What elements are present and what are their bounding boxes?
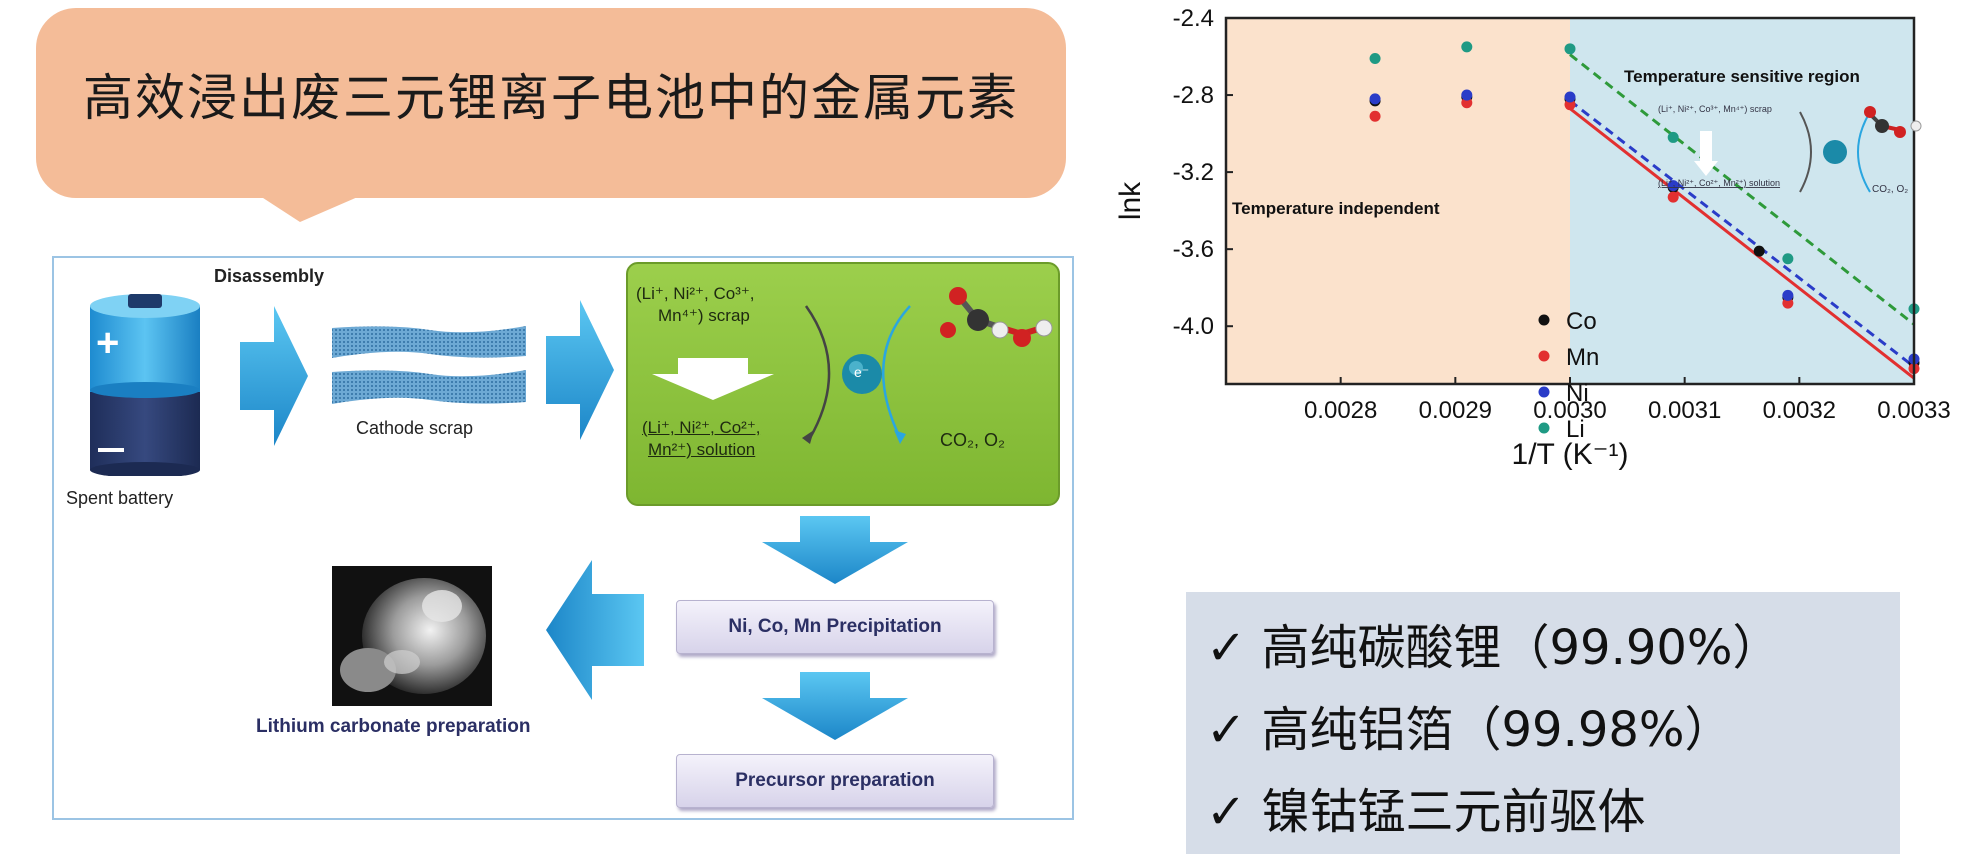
legend-label-co: Co: [1566, 308, 1597, 335]
legend-marker-li: [1538, 422, 1550, 434]
point-ni: [1667, 180, 1679, 192]
plot-frame: [1224, 16, 1916, 386]
checklist-item-text: 高纯铝箔（99.98%）: [1261, 702, 1733, 758]
point-mn: [1782, 297, 1794, 309]
inset-molecule-icon: [1864, 106, 1922, 138]
slide-title: 高效浸出废三元锂离子电池中的金属元素: [83, 69, 1019, 127]
point-ni: [1782, 289, 1794, 301]
solution-species-label: (Li⁺, Ni²⁺, Co²⁺,: [642, 418, 761, 437]
point-ni: [1461, 89, 1473, 101]
step-precursor: Precursor preparation: [676, 754, 994, 808]
region-right-label: Temperature sensitive region: [1624, 67, 1860, 86]
arrow-right-icon: [546, 300, 614, 440]
legend-marker-co: [1538, 314, 1550, 326]
title-banner: [36, 8, 1066, 198]
cathode-scrap-image: [332, 326, 526, 404]
point-ni: [1369, 93, 1381, 105]
checklist-item: ✓ 镍钴锰三元前驱体: [1206, 772, 1646, 842]
checklist-item: ✓ 高纯碳酸锂（99.90%）: [1206, 608, 1781, 678]
point-li: [1461, 41, 1473, 53]
arrow-down-icon: [762, 516, 908, 584]
y-tick-label: -2.4: [1173, 5, 1214, 32]
checklist-item-text: 高纯碳酸锂（99.90%）: [1261, 620, 1781, 676]
fit-line-ni: [1569, 99, 1915, 368]
legend-label-mn: Mn: [1566, 344, 1599, 371]
x-tick-label: 0.0029: [1419, 397, 1492, 424]
x-tick-label: 0.0030: [1533, 397, 1606, 424]
title-banner-pointer: [260, 196, 360, 222]
down-arrow-icon: [652, 358, 774, 400]
lithium-carbonate-label: Lithium carbonate preparation: [256, 716, 531, 737]
arrhenius-plot: 0.0028 0.0029 0.0030 0.0031 0.0032 0.0033 -2.4…: [1114, 5, 1951, 471]
temperature-independent-region: [1226, 18, 1570, 384]
product-checklist: ✓ 高纯碳酸锂（99.90%） ✓ 高纯铝箔（99.98%） ✓ 镍钴锰三元前驱…: [1186, 592, 1900, 854]
x-tick-label: 0.0028: [1304, 397, 1377, 424]
lithium-carbonate-sem-image: [332, 566, 492, 706]
check-icon: ✓: [1206, 784, 1247, 840]
molecule-icon: [940, 287, 1053, 347]
inset-gases-label: CO₂, O₂: [1872, 184, 1908, 195]
check-icon: ✓: [1206, 620, 1247, 676]
fit-line-mn: [1569, 107, 1915, 380]
point-li: [1667, 131, 1679, 143]
y-tick-label: -3.2: [1173, 159, 1214, 186]
x-tick-label: 0.0032: [1763, 397, 1836, 424]
point-co: [1753, 245, 1765, 257]
x-axis-label: 1/T (K⁻¹): [1512, 438, 1629, 471]
point-li: [1564, 43, 1576, 55]
scrap-species-label: (Li⁺, Ni²⁺, Co³⁺,: [636, 284, 755, 303]
point-mn: [1667, 191, 1679, 203]
y-tick-label: -3.6: [1173, 236, 1214, 263]
point-ni: [1564, 91, 1576, 103]
point-mn: [1564, 99, 1576, 111]
scrap-species-label-2: Mn⁴⁺) scrap: [658, 306, 750, 325]
point-li: [1782, 253, 1794, 265]
leaching-reaction-box: [626, 262, 1060, 506]
disassembly-label: Disassembly: [214, 266, 325, 286]
point-li: [1369, 52, 1381, 64]
inset-reaction-diagram: (Li⁺, Ni²⁺, Co³⁺, Mn⁴⁺) scrap (Li⁺, Ni²⁺…: [1658, 104, 1922, 195]
region-left-label: Temperature independent: [1232, 199, 1440, 218]
fit-line-li: [1569, 53, 1915, 326]
inset-solution-label: (Li⁺, Ni²⁺, Co²⁺, Mn²⁺) solution: [1658, 178, 1780, 188]
svg-text:+: +: [96, 321, 119, 365]
point-mn: [1461, 97, 1473, 109]
inset-scrap-label: (Li⁺, Ni²⁺, Co³⁺, Mn⁴⁺) scrap: [1658, 104, 1772, 114]
battery-icon: +: [90, 294, 200, 476]
legend-label-li: Li: [1566, 416, 1585, 443]
y-tick-label: -4.0: [1173, 313, 1214, 340]
step-precipitation: Ni, Co, Mn Precipitation: [676, 600, 994, 654]
arrow-right-icon: [240, 306, 308, 446]
cathode-scrap-label: Cathode scrap: [356, 418, 474, 438]
spent-battery-label: Spent battery: [66, 488, 174, 508]
check-icon: ✓: [1206, 702, 1247, 758]
legend-marker-ni: [1538, 386, 1550, 398]
checklist-item: ✓ 高纯铝箔（99.98%）: [1206, 690, 1733, 760]
checklist-item-text: 镍钴锰三元前驱体: [1261, 784, 1646, 840]
arrow-down-icon: [762, 672, 908, 740]
legend-marker-mn: [1538, 350, 1550, 362]
arrow-left-icon: [546, 560, 644, 700]
solution-species-label-2: Mn²⁺) solution: [648, 440, 756, 459]
gases-label: CO₂, O₂: [940, 430, 1005, 450]
y-tick-label: -2.8: [1173, 82, 1214, 109]
redox-cycle-diagram: [802, 305, 911, 444]
x-tick-label: 0.0033: [1877, 397, 1950, 424]
x-tick-label: 0.0031: [1648, 397, 1721, 424]
point-mn: [1369, 110, 1381, 122]
electron-label: e⁻: [854, 364, 870, 380]
y-axis-label: lnk: [1114, 181, 1147, 220]
legend-label-ni: Ni: [1566, 380, 1589, 407]
